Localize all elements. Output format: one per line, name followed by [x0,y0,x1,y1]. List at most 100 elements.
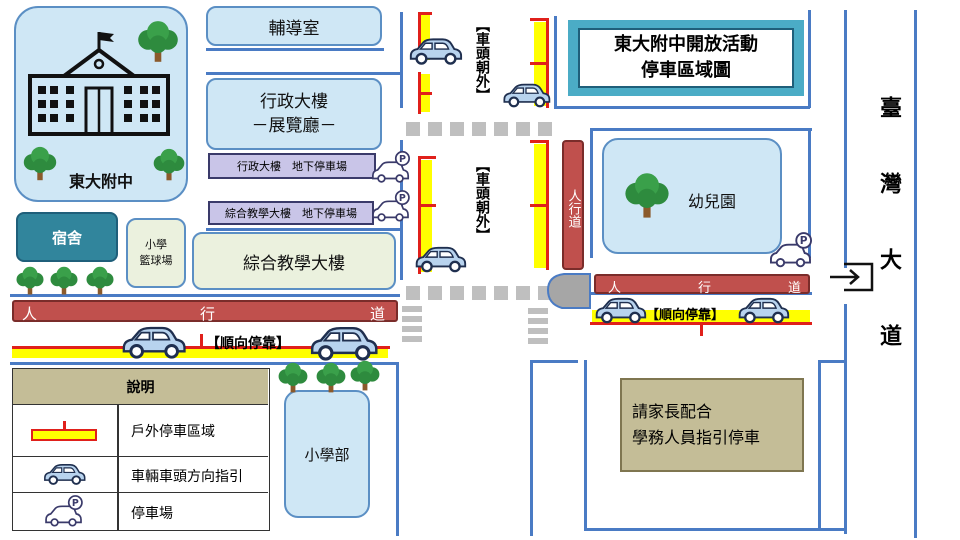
walkway-left-char: 行 [200,305,216,323]
legend-header-text: 說明 [126,379,155,396]
parking-zone-edge [200,334,203,348]
map-title-line1: 東大附中開放活動 [614,34,758,55]
teaching-underground-parking: 綜合教學大樓 地下停車場 [208,201,374,225]
walkway-right-char: 行 [698,281,712,296]
road-line [530,360,578,363]
road-line [844,304,847,534]
car-icon [412,244,468,274]
exhibition-hall-name: －展覽廳－ [251,116,337,136]
court-label-line2: 籃球場 [139,254,173,267]
car-icon [41,461,87,487]
legend-row: 停車場 [13,493,268,530]
road-line [590,128,812,131]
parking-zone-edge [418,156,436,159]
road-line [914,10,917,538]
parking-zone-edge [530,62,548,65]
court-label-line1: 小學 [145,238,167,251]
tree-icon [276,362,310,394]
tree-icon [84,266,116,296]
road-line [10,294,400,297]
legend-table: 說明 戶外停車區域 車輛車頭方向指引 停車場 [12,368,270,531]
road-line [206,228,402,231]
road-line [206,72,400,75]
parking-zone-edge [530,204,548,207]
road-line [584,360,587,530]
tree-icon [48,266,80,296]
legend-header: 說明 [13,369,268,405]
parking-zone-edge [530,18,548,21]
tree-icon [348,360,382,392]
road-line [844,10,847,268]
parking-lot-icon [370,190,412,224]
crosswalk-top [406,122,552,136]
walkway-right: 人 行 道 [594,274,810,296]
elementary-basketball-court: 小學 籃球場 [126,218,186,288]
tree-icon [14,266,46,296]
along-stop-label-right: 【順向停靠】 [646,308,725,323]
legend-row: 戶外停車區域 [13,405,268,457]
teaching-building: 綜合教學大樓 [192,232,396,290]
road-line [400,12,403,108]
admin-building-name: 行政大樓 [260,92,328,112]
parking-zone-edge [700,322,703,336]
car-icon [734,296,792,324]
entrance-arrow-icon [830,262,874,292]
admin-building: 行政大樓 －展覽廳－ [206,78,382,150]
tree-icon [622,172,672,220]
road-line [396,362,399,536]
legend-row: 車輛車頭方向指引 [13,457,268,493]
guide-line2: 學務人員指引停車 [632,428,761,447]
crosswalk-left [402,306,422,342]
walkway-right-char: 人 [608,281,622,296]
guide-line1: 請家長配合 [632,402,713,421]
parking-zone [12,348,388,358]
legend-car-text: 車輛車頭方向指引 [131,469,243,485]
legend-divider [117,405,119,530]
counseling-office: 輔導室 [206,6,382,46]
elementary-building: 小學部 [284,390,370,518]
road-line [10,362,396,365]
dorm-building: 宿舍 [16,212,118,262]
kindergarten-label: 幼兒園 [688,192,737,211]
walkway-right-char: 道 [788,281,802,296]
school-building-icon [28,32,170,136]
parking-zone-edge [530,140,548,143]
car-icon [118,324,188,360]
walkway-left-char: 人 [22,305,38,323]
head-out-label-top: 【車頭朝外】 [474,18,490,102]
parking-zone-icon-tick [63,421,66,431]
road-line [590,128,593,258]
school-main-area: 東大附中 [14,6,188,202]
road-line [206,48,384,51]
parking-zone-edge [418,12,432,15]
parking-zone [420,160,432,272]
walkway-vertical: 人行道 [562,140,584,270]
parking-zone-edge [418,156,421,274]
parking-zone-edge [418,12,421,62]
car-icon [592,296,648,324]
parking-lot-icon [766,232,816,270]
parking-zone-edge [418,92,432,95]
map-title-box: 東大附中開放活動 停車區域圖 [568,20,804,96]
road-line [818,360,821,530]
kindergarten-building: 幼兒園 [602,138,782,254]
car-icon [500,82,552,108]
admin-underground-parking: 行政大樓 地下停車場 [208,153,376,179]
car-icon [406,36,464,66]
tree-icon [314,362,348,394]
tree-icon [136,20,180,64]
road-line [584,528,846,531]
parking-zone-edge [418,204,436,207]
road-line [808,10,811,108]
road-line [808,128,811,258]
parent-guide-box: 請家長配合 學務人員指引停車 [620,378,804,472]
walkway-left-char: 道 [370,305,386,323]
road-line [554,106,810,109]
legend-parking-lot-text: 停車場 [131,506,173,522]
tree-icon [152,148,186,182]
crosswalk-middle [406,286,552,300]
road-line [530,360,533,536]
road-line [818,360,846,363]
walkway-left: 人 行 道 [12,300,398,323]
school-name-label: 東大附中 [68,172,133,191]
